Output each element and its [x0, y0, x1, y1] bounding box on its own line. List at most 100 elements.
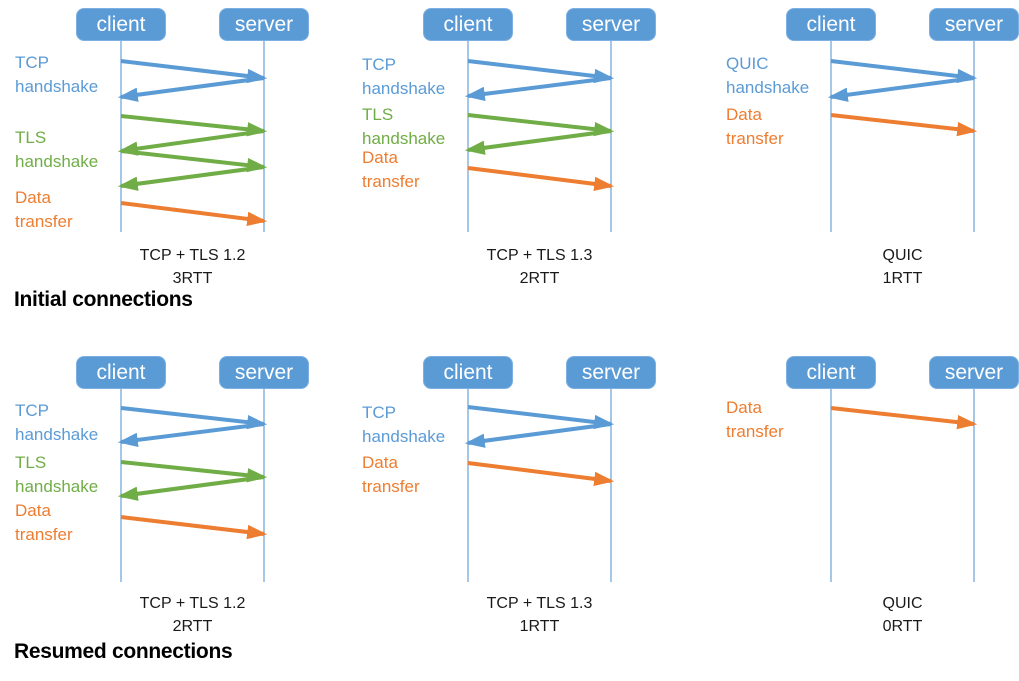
- message-arrow-green-to-server: [467, 113, 615, 137]
- actor-label: server: [234, 360, 294, 384]
- phase-label-line: QUIC: [726, 54, 769, 73]
- phase-label-data-transfer: Data transfer: [362, 451, 420, 499]
- actor-box-server: server: [929, 356, 1019, 389]
- phase-label-line: handshake: [362, 427, 446, 446]
- rtt-label: 3RTT: [172, 270, 213, 287]
- actor-box-server: server: [566, 356, 656, 389]
- message-arrow-green-to-server: [120, 114, 268, 137]
- protocol-label: TCP + TLS 1.2: [139, 595, 246, 612]
- message-arrow-orange-to-server: [830, 406, 978, 430]
- actor-box-client: client: [786, 356, 876, 389]
- phase-label-line: handshake: [15, 425, 99, 444]
- message-arrow-blue-to-client: [117, 76, 265, 102]
- panel-caption-initial-quic: QUIC 1RTT: [813, 244, 993, 290]
- message-arrow-blue-to-server: [467, 405, 615, 430]
- message-arrow-green-to-server: [120, 149, 268, 173]
- phase-label-tcp-handshake: TCP handshake: [362, 401, 445, 449]
- actor-box-server: server: [219, 8, 309, 41]
- panel-caption-resumed-tcp-tls12: TCP + TLS 1.2 2RTT: [103, 592, 283, 638]
- phase-label-tcp-handshake: TCP handshake: [362, 53, 445, 101]
- phase-label-line: TCP: [15, 53, 49, 72]
- phase-label-line: transfer: [362, 477, 420, 496]
- phase-label-line: Data: [15, 188, 51, 207]
- message-arrow-blue-to-client: [464, 76, 612, 102]
- message-arrow-blue-to-client: [464, 422, 612, 448]
- panel-caption-resumed-quic: QUIC 0RTT: [813, 592, 993, 638]
- rtt-label: 2RTT: [172, 618, 213, 635]
- panel-caption-initial-tcp-tls13: TCP + TLS 1.3 2RTT: [450, 244, 630, 290]
- message-arrow-orange-to-server: [120, 515, 268, 540]
- message-arrow-green-to-client: [117, 475, 265, 501]
- protocol-label: QUIC: [882, 247, 923, 264]
- protocol-label: QUIC: [882, 595, 923, 612]
- phase-label-line: transfer: [726, 422, 784, 441]
- phase-label-line: TCP: [362, 55, 396, 74]
- phase-label-line: TCP: [362, 403, 396, 422]
- actor-label: client: [443, 12, 493, 36]
- actor-label: server: [944, 360, 1004, 384]
- protocol-label: TCP + TLS 1.3: [486, 595, 593, 612]
- phase-label-line: handshake: [15, 152, 99, 171]
- message-arrow-orange-to-server: [120, 201, 268, 227]
- phase-label-line: handshake: [362, 79, 446, 98]
- actor-label: client: [96, 360, 146, 384]
- phase-label-line: handshake: [362, 129, 446, 148]
- phase-label-quic-handshake: QUIC handshake: [726, 52, 809, 100]
- phase-label-data-transfer: Data transfer: [726, 396, 784, 444]
- message-arrow-blue-to-client: [117, 422, 265, 448]
- message-arrow-green-to-client: [464, 129, 612, 155]
- phase-label-tls-handshake: TLS handshake: [15, 451, 98, 499]
- actor-box-client: client: [76, 356, 166, 389]
- rtt-label: 0RTT: [882, 618, 923, 635]
- message-arrow-green-to-client: [117, 165, 265, 191]
- actor-label: client: [443, 360, 493, 384]
- message-arrow-blue-to-server: [467, 59, 615, 84]
- message-arrow-orange-to-server: [467, 461, 615, 487]
- phase-label-line: TLS: [15, 128, 47, 147]
- actor-box-client: client: [423, 356, 513, 389]
- rtt-label: 2RTT: [519, 270, 560, 287]
- message-arrow-orange-to-server: [830, 113, 978, 137]
- phase-label-line: Data: [15, 501, 51, 520]
- phase-label-line: Data: [726, 105, 762, 124]
- phase-label-line: Data: [362, 148, 398, 167]
- actor-label: server: [581, 360, 641, 384]
- actor-label: client: [96, 12, 146, 36]
- phase-label-line: TCP: [15, 401, 49, 420]
- phase-label-line: Data: [726, 398, 762, 417]
- protocol-label: TCP + TLS 1.3: [486, 247, 593, 264]
- phase-label-line: handshake: [15, 477, 99, 496]
- phase-label-tls-handshake: TLS handshake: [15, 126, 98, 174]
- actor-label: server: [234, 12, 294, 36]
- actor-label: server: [581, 12, 641, 36]
- actor-box-client: client: [786, 8, 876, 41]
- rtt-label: 1RTT: [882, 270, 923, 287]
- actor-label: client: [806, 360, 856, 384]
- actor-box-server: server: [929, 8, 1019, 41]
- actor-box-server: server: [566, 8, 656, 41]
- actor-box-server: server: [219, 356, 309, 389]
- phase-label-line: Data: [362, 453, 398, 472]
- message-arrow-green-to-client: [117, 129, 265, 156]
- phase-label-data-transfer: Data transfer: [15, 186, 73, 234]
- message-arrow-green-to-server: [120, 460, 268, 483]
- message-arrow-blue-to-server: [120, 59, 268, 84]
- section-title-initial-connections: Initial connections: [14, 288, 193, 311]
- phase-label-line: TLS: [15, 453, 47, 472]
- phase-label-line: transfer: [15, 212, 73, 231]
- message-arrow-blue-to-server: [830, 59, 978, 84]
- actor-label: server: [944, 12, 1004, 36]
- phase-label-line: transfer: [15, 525, 73, 544]
- section-title-resumed-connections: Resumed connections: [14, 640, 233, 663]
- phase-label-line: transfer: [362, 172, 420, 191]
- phase-label-data-transfer: Data transfer: [15, 499, 73, 547]
- message-arrow-orange-to-server: [467, 166, 615, 192]
- phase-label-line: handshake: [726, 78, 810, 97]
- message-arrow-blue-to-client: [827, 76, 975, 102]
- phase-label-line: transfer: [726, 129, 784, 148]
